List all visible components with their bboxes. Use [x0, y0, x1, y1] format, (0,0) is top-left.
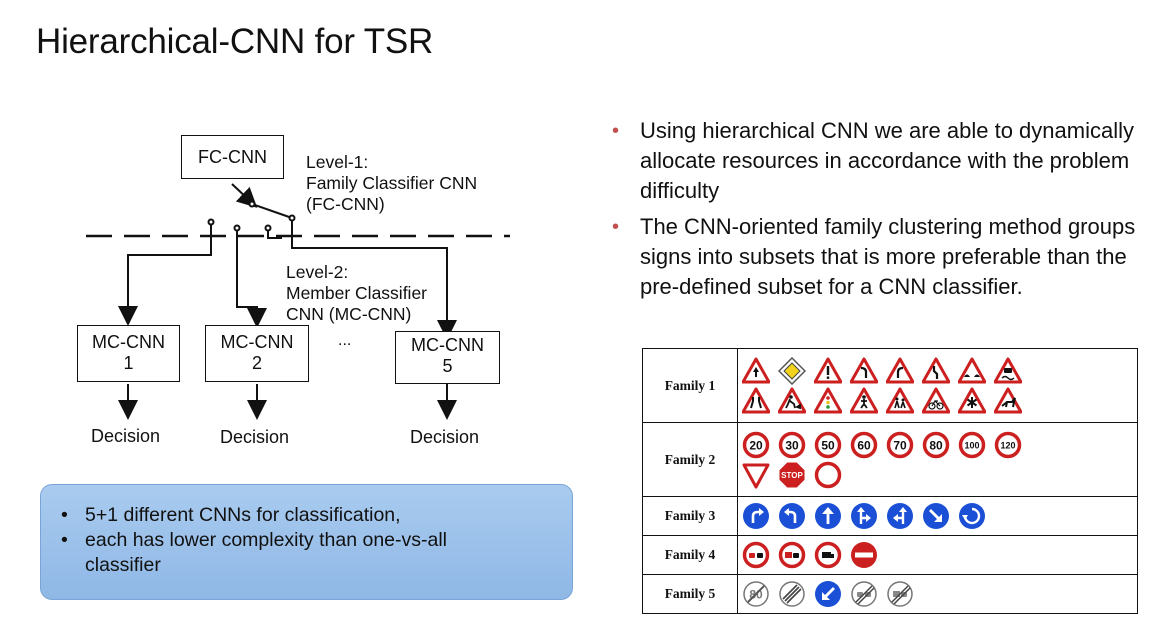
go-straight-or-left-icon	[887, 503, 913, 529]
family-row: Family 4	[642, 535, 1138, 575]
key-point: Using hierarchical CNN we are able to dy…	[612, 116, 1142, 206]
summary-callout: 5+1 different CNNs for classification, e…	[40, 484, 573, 600]
no-entry-icon	[851, 542, 877, 568]
slide-title: Hierarchical-CNN for TSR	[36, 22, 434, 61]
sign-row	[742, 541, 1133, 569]
speed-limit-text: 50	[821, 438, 835, 452]
family-row: Family 1	[642, 348, 1138, 423]
level1-label: Level-1: Family Classifier CNN (FC-CNN)	[306, 152, 478, 214]
family-row: Family 3	[642, 496, 1138, 536]
key-points-list: Using hierarchical CNN we are able to dy…	[612, 116, 1142, 308]
priority-road-icon	[778, 356, 806, 385]
hierarchy-diagram	[86, 183, 510, 420]
family-name: Family 5	[642, 574, 738, 614]
speed-limit-60-icon: 60	[850, 431, 878, 458]
keep-right-icon	[923, 503, 949, 529]
switch-connector	[207, 183, 296, 232]
speed-limit-20-icon: 20	[742, 431, 770, 458]
no-overtaking-icon	[742, 541, 770, 569]
warning-curve-left-icon	[850, 357, 878, 383]
speed-limit-text: 20	[749, 438, 763, 452]
end-no-overtaking-icon	[851, 581, 877, 607]
end-no-overtaking-trucks-icon	[887, 581, 913, 607]
yield-icon	[742, 463, 770, 488]
speed-limit-30-icon: 30	[778, 431, 806, 458]
end-speed-80-icon: 80	[743, 581, 769, 607]
family-name: Family 3	[642, 496, 738, 536]
ellipsis: ...	[338, 332, 352, 349]
warning-road-work-icon	[778, 387, 806, 413]
speed-limit-text: 100	[964, 440, 979, 450]
family-signs	[737, 535, 1138, 575]
warning-double-curve-icon	[922, 357, 950, 383]
family-signs	[737, 496, 1138, 536]
ahead-only-icon	[815, 503, 841, 529]
callout-item: each has lower complexity than one-vs-al…	[41, 528, 505, 578]
end-restrictions-icon	[779, 581, 805, 607]
speed-limit-50-icon: 50	[814, 431, 842, 458]
warning-slippery-road-icon	[994, 357, 1022, 383]
roundabout-icon	[959, 503, 985, 529]
go-straight-or-right-icon	[851, 503, 877, 529]
sign-row	[742, 502, 1133, 530]
warning-traffic-signals-icon	[814, 387, 842, 413]
family-name: Family 2	[642, 422, 738, 497]
speed-limit-text: 80	[929, 438, 943, 452]
turn-right-ahead-icon	[743, 503, 769, 529]
speed-limit-100-icon: 100	[958, 431, 986, 458]
stop-icon: STOP	[778, 461, 806, 488]
decision-label-2: Decision	[220, 427, 290, 447]
warning-exclamation-icon	[814, 357, 842, 383]
family-signs: 20 30 50 60 70 80 100 120 STOP	[737, 422, 1138, 497]
warning-pedestrians-icon	[850, 387, 878, 413]
family-name: Family 1	[642, 348, 738, 423]
family-name: Family 4	[642, 535, 738, 575]
warning-children-icon	[886, 387, 914, 413]
key-point: The CNN-oriented family clustering metho…	[612, 212, 1142, 302]
warning-road-narrows-icon	[742, 387, 770, 413]
level2-label: Level-2: Member Classifier CNN (MC-CNN)	[286, 262, 427, 324]
decision-label-5: Decision	[410, 427, 480, 447]
speed-limit-text: 70	[893, 438, 907, 452]
sign-row: 20 30 50 60 70 80 100 120	[742, 431, 1133, 459]
sign-families-table: Family 1	[642, 348, 1138, 614]
sign-row	[742, 387, 1133, 415]
sign-row: 80	[742, 580, 1133, 608]
family-signs: 80	[737, 574, 1138, 614]
speed-limit-text: 120	[1000, 440, 1015, 450]
no-trucks-icon	[814, 541, 842, 569]
warning-snow-icon	[958, 387, 986, 413]
branch-lines	[118, 221, 457, 420]
warning-wild-animals-icon	[994, 387, 1022, 413]
warning-bicycles-icon	[922, 387, 950, 413]
decision-label-1: Decision	[91, 426, 161, 446]
turn-left-ahead-icon	[779, 503, 805, 529]
mc-cnn-box-1: MC-CNN 1	[77, 325, 180, 382]
speed-limit-70-icon: 70	[886, 431, 914, 458]
warning-curve-right-icon	[886, 357, 914, 383]
family-signs	[737, 348, 1138, 423]
speed-limit-text: 30	[785, 438, 799, 452]
fc-cnn-box: FC-CNN	[181, 135, 284, 179]
speed-limit-80-icon: 80	[922, 431, 950, 458]
stop-sign-text: STOP	[781, 471, 803, 480]
callout-item: 5+1 different CNNs for classification,	[41, 503, 505, 528]
speed-limit-120-icon: 120	[994, 431, 1022, 458]
no-vehicles-icon	[814, 461, 842, 488]
sign-row	[742, 356, 1133, 385]
warning-pedestrian-icon	[742, 357, 770, 383]
mc-cnn-box-2: MC-CNN 2	[205, 325, 309, 382]
warning-bumpy-road-icon	[958, 357, 986, 383]
no-overtaking-trucks-icon	[778, 541, 806, 569]
keep-left-icon	[815, 581, 841, 607]
speed-limit-text: 60	[857, 438, 871, 452]
family-row: Family 5 80	[642, 574, 1138, 614]
family-row: Family 2 20 30 50 60 70 80 100 120 STOP	[642, 422, 1138, 497]
mc-cnn-box-5: MC-CNN 5	[395, 331, 500, 384]
sign-row: STOP	[742, 461, 1133, 489]
